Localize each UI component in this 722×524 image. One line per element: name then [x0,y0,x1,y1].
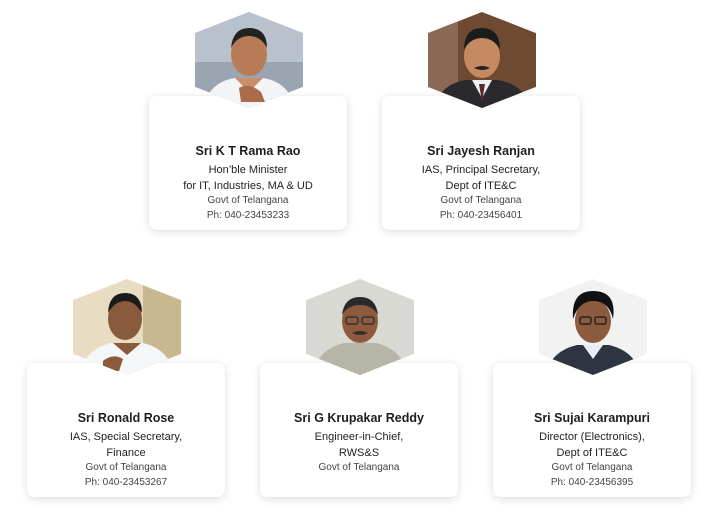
person-org: Govt of Telangana [85,462,167,473]
person-portrait-icon [195,12,303,108]
person-name: Sri Sujai Karampuri [533,411,650,425]
person-org: Govt of Telangana [318,462,400,473]
person-role-line: Dept of ITE&C [556,447,628,459]
person-portrait-icon [73,279,181,375]
profile-card-text: Sri G Krupakar Reddy Engineer-in-Chief, … [260,410,458,476]
profile-card-sujai: Sri Sujai Karampuri Director (Electronic… [493,363,691,497]
profile-card-krupakar: Sri G Krupakar Reddy Engineer-in-Chief, … [260,363,458,497]
person-phone: Ph: 040-23456395 [550,476,634,488]
person-phone: Ph: 040-23453267 [84,476,168,488]
person-org: Govt of Telangana [207,195,289,206]
profile-card-text: Sri Jayesh Ranjan IAS, Principal Secreta… [382,143,580,223]
person-name: Sri Ronald Rose [77,411,175,425]
person-portrait-icon [428,12,536,108]
person-portrait-icon [306,279,414,375]
person-name: Sri Jayesh Ranjan [427,144,535,158]
profile-card-text: Sri Ronald Rose IAS, Special Secretary, … [27,410,225,490]
person-name: Sri G Krupakar Reddy [294,411,424,425]
person-name: Sri K T Rama Rao [195,144,301,158]
person-role-line: Engineer-in-Chief, [314,431,404,443]
person-role-line: IAS, Principal Secretary, [421,164,541,176]
person-role-line: for IT, Industries, MA & UD [183,180,313,192]
person-role-line: Dept of ITE&C [445,180,517,192]
person-role-line: IAS, Special Secretary, [69,431,183,443]
person-org: Govt of Telangana [551,462,633,473]
person-phone: Ph: 040-23456401 [439,209,523,221]
profile-card-text: Sri Sujai Karampuri Director (Electronic… [493,410,691,490]
person-org: Govt of Telangana [440,195,522,206]
person-phone: Ph: 040-23453233 [206,209,290,221]
profile-card-text: Sri K T Rama Rao Hon’ble Minister for IT… [149,143,347,223]
person-role-line: Hon’ble Minister [208,164,288,176]
profile-card-ronald: Sri Ronald Rose IAS, Special Secretary, … [27,363,225,497]
profile-card-ktr: Sri K T Rama Rao Hon’ble Minister for IT… [149,96,347,230]
person-portrait-icon [539,279,647,375]
profile-card-jayesh: Sri Jayesh Ranjan IAS, Principal Secreta… [382,96,580,230]
person-role-line: Finance [106,447,146,459]
person-role-line: Director (Electronics), [539,431,645,443]
person-role-line: RWS&S [338,447,380,459]
